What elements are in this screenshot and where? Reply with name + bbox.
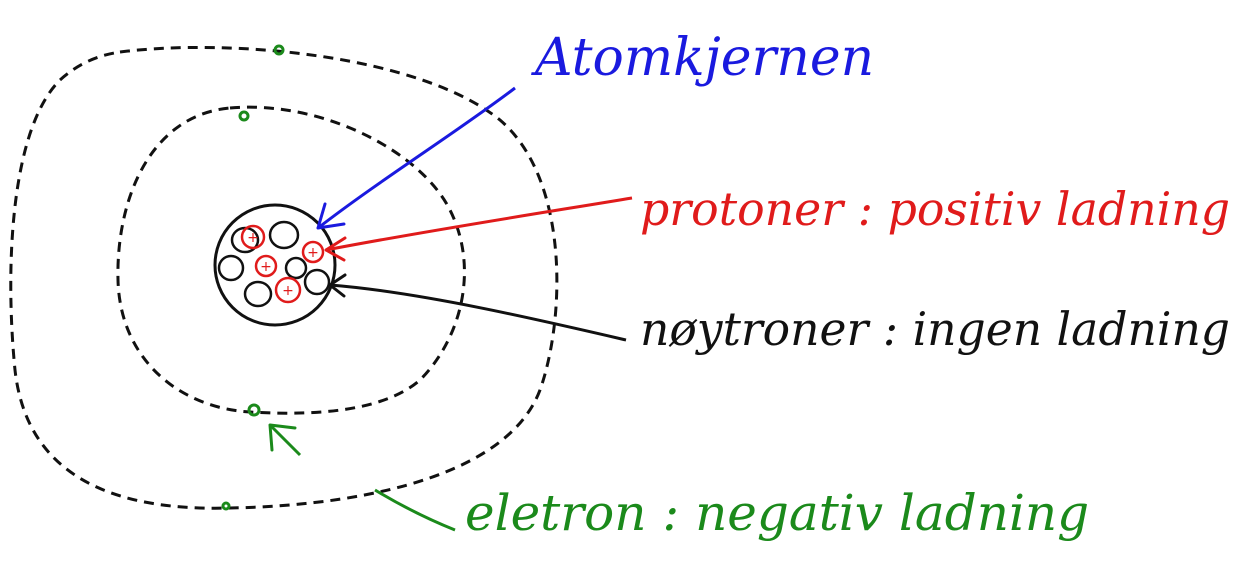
electron-label-line	[375, 490, 455, 530]
proton-plus-icon: +	[247, 230, 259, 246]
neutron	[219, 256, 243, 280]
neutron	[286, 258, 306, 278]
electron-arrow	[270, 425, 300, 455]
neutron	[245, 282, 271, 306]
nucleus-arrow	[318, 88, 515, 228]
proton-plus-icon: +	[307, 245, 319, 261]
neutron-arrow	[330, 285, 626, 340]
nucleus-label: Atomkjernen	[531, 28, 874, 88]
neutron-group	[219, 222, 329, 306]
protons-label: protoner : positiv ladning	[640, 182, 1230, 236]
electron-dot	[249, 405, 259, 415]
proton-plus-icon: +	[260, 259, 272, 275]
electron-label: eletron : negativ ladning	[465, 484, 1089, 542]
neutron	[270, 222, 298, 248]
electron-dot	[223, 503, 229, 509]
proton-plus-icon: +	[282, 283, 294, 299]
electron-dot	[240, 112, 248, 120]
neutrons-label: nøytroner : ingen ladning	[640, 302, 1230, 356]
neutron	[305, 270, 329, 294]
proton-arrow	[326, 198, 632, 250]
